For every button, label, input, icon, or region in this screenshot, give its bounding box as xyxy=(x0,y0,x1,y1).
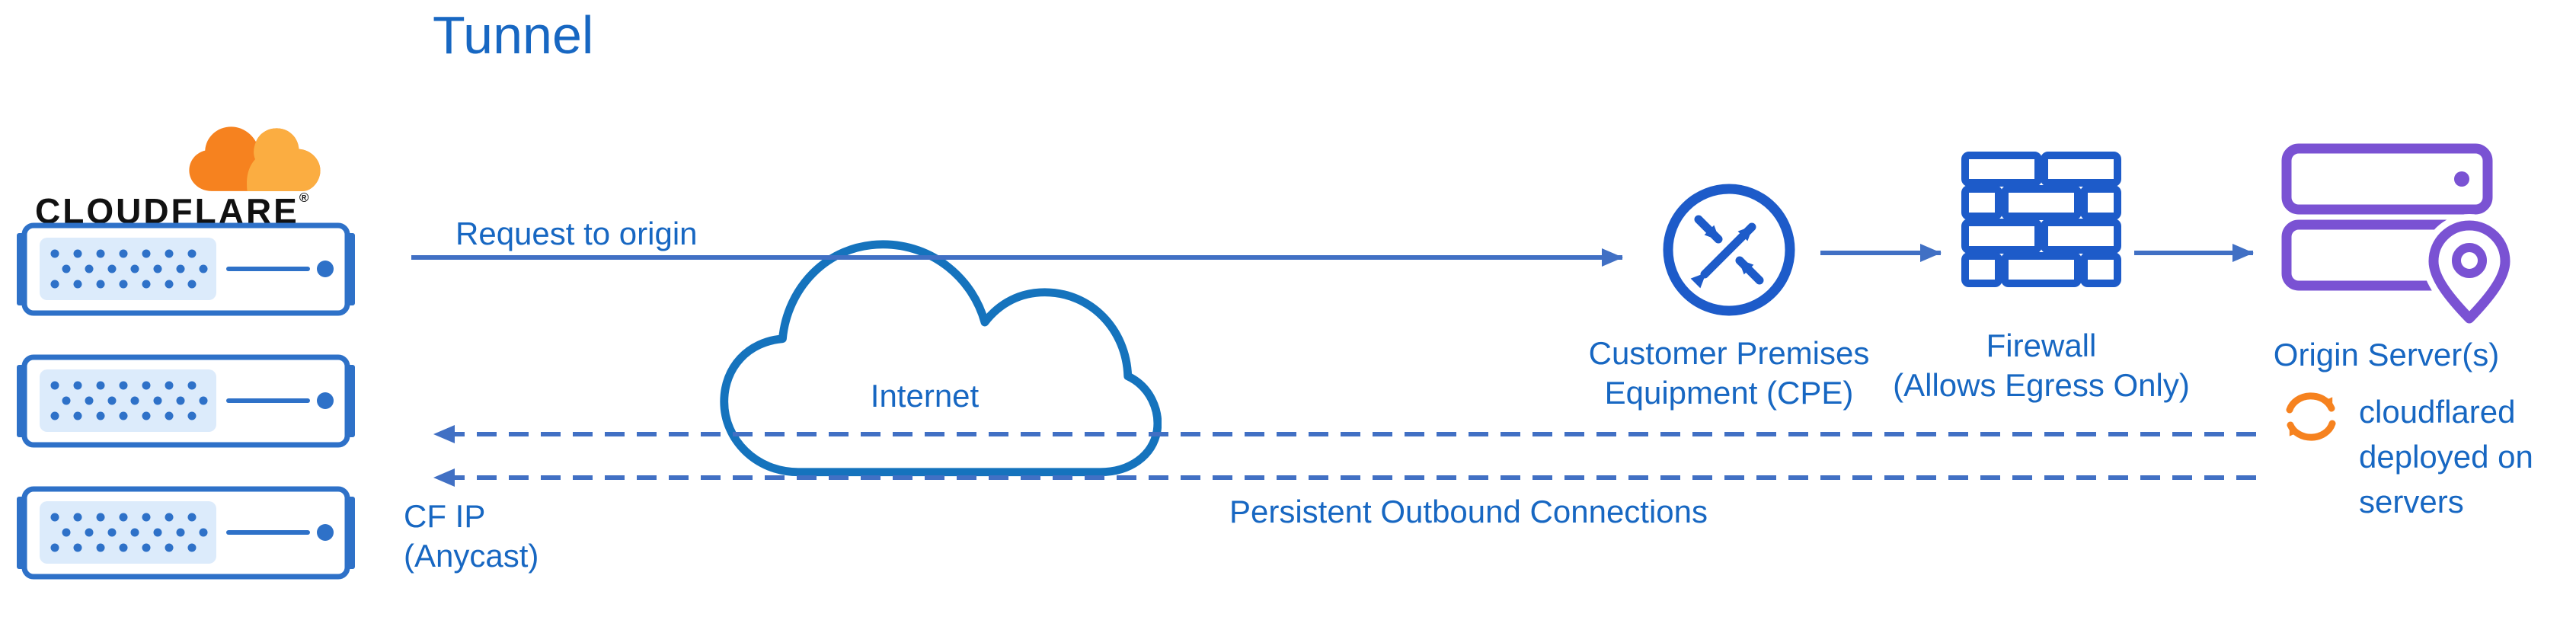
firewall-label-line-1: Firewall xyxy=(1986,328,2097,363)
cloudflared-label-line-1: cloudflared xyxy=(2359,394,2516,430)
cf-ip-label-line-1: CF IP xyxy=(404,498,486,534)
server-vent-dots xyxy=(50,249,208,289)
sync-icon xyxy=(2286,392,2336,441)
registered-mark: ® xyxy=(299,190,309,205)
request-to-origin-label: Request to origin xyxy=(455,216,698,251)
cloudflare-logo-cloud-icon xyxy=(189,126,321,191)
cpe-route-arrows xyxy=(1690,215,1764,289)
server-led xyxy=(317,261,334,277)
origin-bar-1-led xyxy=(2454,171,2469,187)
edge-server-icon-1 xyxy=(17,222,355,316)
cpe-router-icon xyxy=(1663,184,1795,316)
firewall-label: Firewall (Allows Egress Only) xyxy=(1851,326,2232,405)
cf-ip-label-line-2: (Anycast) xyxy=(404,538,539,574)
cloudflared-label-line-3: servers xyxy=(2359,483,2464,519)
location-pin-hole xyxy=(2452,243,2487,278)
internet-cloud-outline xyxy=(720,240,1162,477)
cpe-label-line-1: Customer Premises xyxy=(1588,335,1870,371)
firewall-icon xyxy=(1961,152,2121,287)
origin-server-icon xyxy=(2281,143,2511,326)
firewall-label-line-2: (Allows Egress Only) xyxy=(1893,367,2190,404)
internet-cloud-icon xyxy=(720,240,1162,477)
firewall-bricks xyxy=(1961,152,2121,287)
edge-server-icon-3 xyxy=(17,486,355,580)
internet-label: Internet xyxy=(870,378,980,414)
origin-servers-label: Origin Server(s) xyxy=(2273,337,2500,372)
edge-server-icon-2 xyxy=(17,354,355,448)
cloudflared-label: cloudflared deployed on servers xyxy=(2359,390,2533,524)
cpe-label: Customer Premises Equipment (CPE) xyxy=(1539,334,1919,413)
persistent-outbound-label: Persistent Outbound Connections xyxy=(1229,494,1708,529)
origin-bar-1 xyxy=(2281,143,2493,215)
logo-cloud-light xyxy=(247,128,321,191)
sync-arrows xyxy=(2286,392,2336,441)
cloudflared-label-line-2: deployed on xyxy=(2359,438,2533,475)
page-title: Tunnel xyxy=(433,5,594,65)
cpe-label-line-2: Equipment (CPE) xyxy=(1604,375,1854,411)
cf-ip-label: CF IP (Anycast) xyxy=(404,497,539,576)
